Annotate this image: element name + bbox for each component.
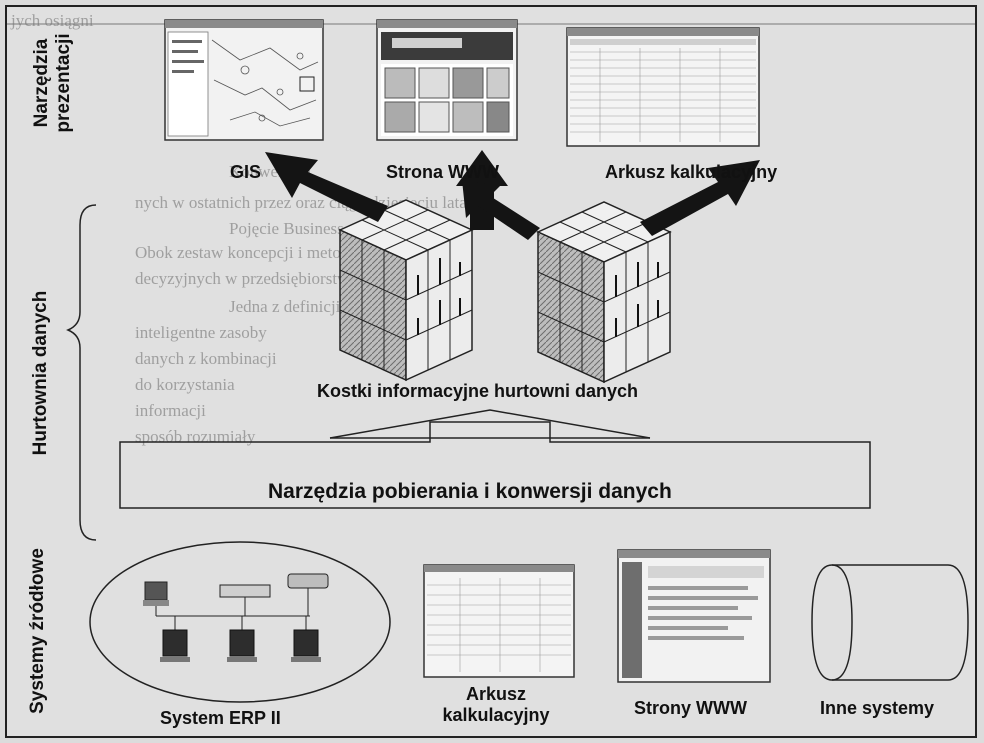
tool-label-spreadsheet: Arkusz kalkulacyjny <box>605 162 778 182</box>
source-label-line: Arkusz <box>465 684 527 704</box>
section-label-sources: Systemy źródłowe <box>27 548 48 714</box>
cubes-caption: Kostki informacyjne hurtowni danych <box>317 381 639 401</box>
background-text-line: danych z kombinacji <box>135 349 277 368</box>
arrow-to-www-2 <box>462 180 540 240</box>
background-text-line: do korzystania <box>135 375 235 394</box>
section-label-warehouse: Hurtownia danych <box>30 290 51 456</box>
information-cube-icon <box>536 201 672 384</box>
map-screenshot-icon <box>164 19 324 141</box>
background-text-line: informacji <box>135 401 206 420</box>
information-cube-icon <box>338 199 474 382</box>
section-label-line: Narzędzia <box>31 38 52 128</box>
warehouse-bracket <box>66 204 97 541</box>
tool-label-www: Strona WWW <box>386 162 499 182</box>
source-label-line: kalkulacyjny <box>442 705 550 725</box>
background-text-line: jych osiągni <box>11 11 94 30</box>
source-label-other: Inne systemy <box>820 698 935 718</box>
section-label-line: prezentacji <box>53 33 74 133</box>
tool-label-gis: GIS <box>230 162 262 182</box>
spreadsheet-screenshot-icon <box>566 27 760 147</box>
background-text-line: Pojęcie Business <box>229 219 344 238</box>
etl-label: Narzędzia pobierania i konwersji danych <box>268 480 672 503</box>
background-text-line: decyzyjnych w przedsiębiorstwie. <box>135 269 366 288</box>
web-page-screenshot-icon <box>617 549 771 683</box>
web-page-screenshot-icon <box>376 19 518 141</box>
spreadsheet-screenshot-icon <box>423 564 575 678</box>
arrow-to-spreadsheet <box>640 160 760 236</box>
source-label-erp: System ERP II <box>160 708 281 728</box>
output-arrows <box>265 150 760 240</box>
source-label-spreadsheet: Arkusz kalkulacyjny <box>426 684 566 726</box>
background-text-line: inteligentne zasoby <box>135 323 267 342</box>
source-label-www: Strony WWW <box>634 698 747 718</box>
section-label-presentation: Narzędzia prezentacji <box>31 22 75 144</box>
database-cylinder-icon <box>811 564 969 681</box>
etl-box-outline <box>119 409 871 509</box>
computer-network-icon <box>89 541 391 703</box>
arrow-to-gis <box>265 152 388 222</box>
